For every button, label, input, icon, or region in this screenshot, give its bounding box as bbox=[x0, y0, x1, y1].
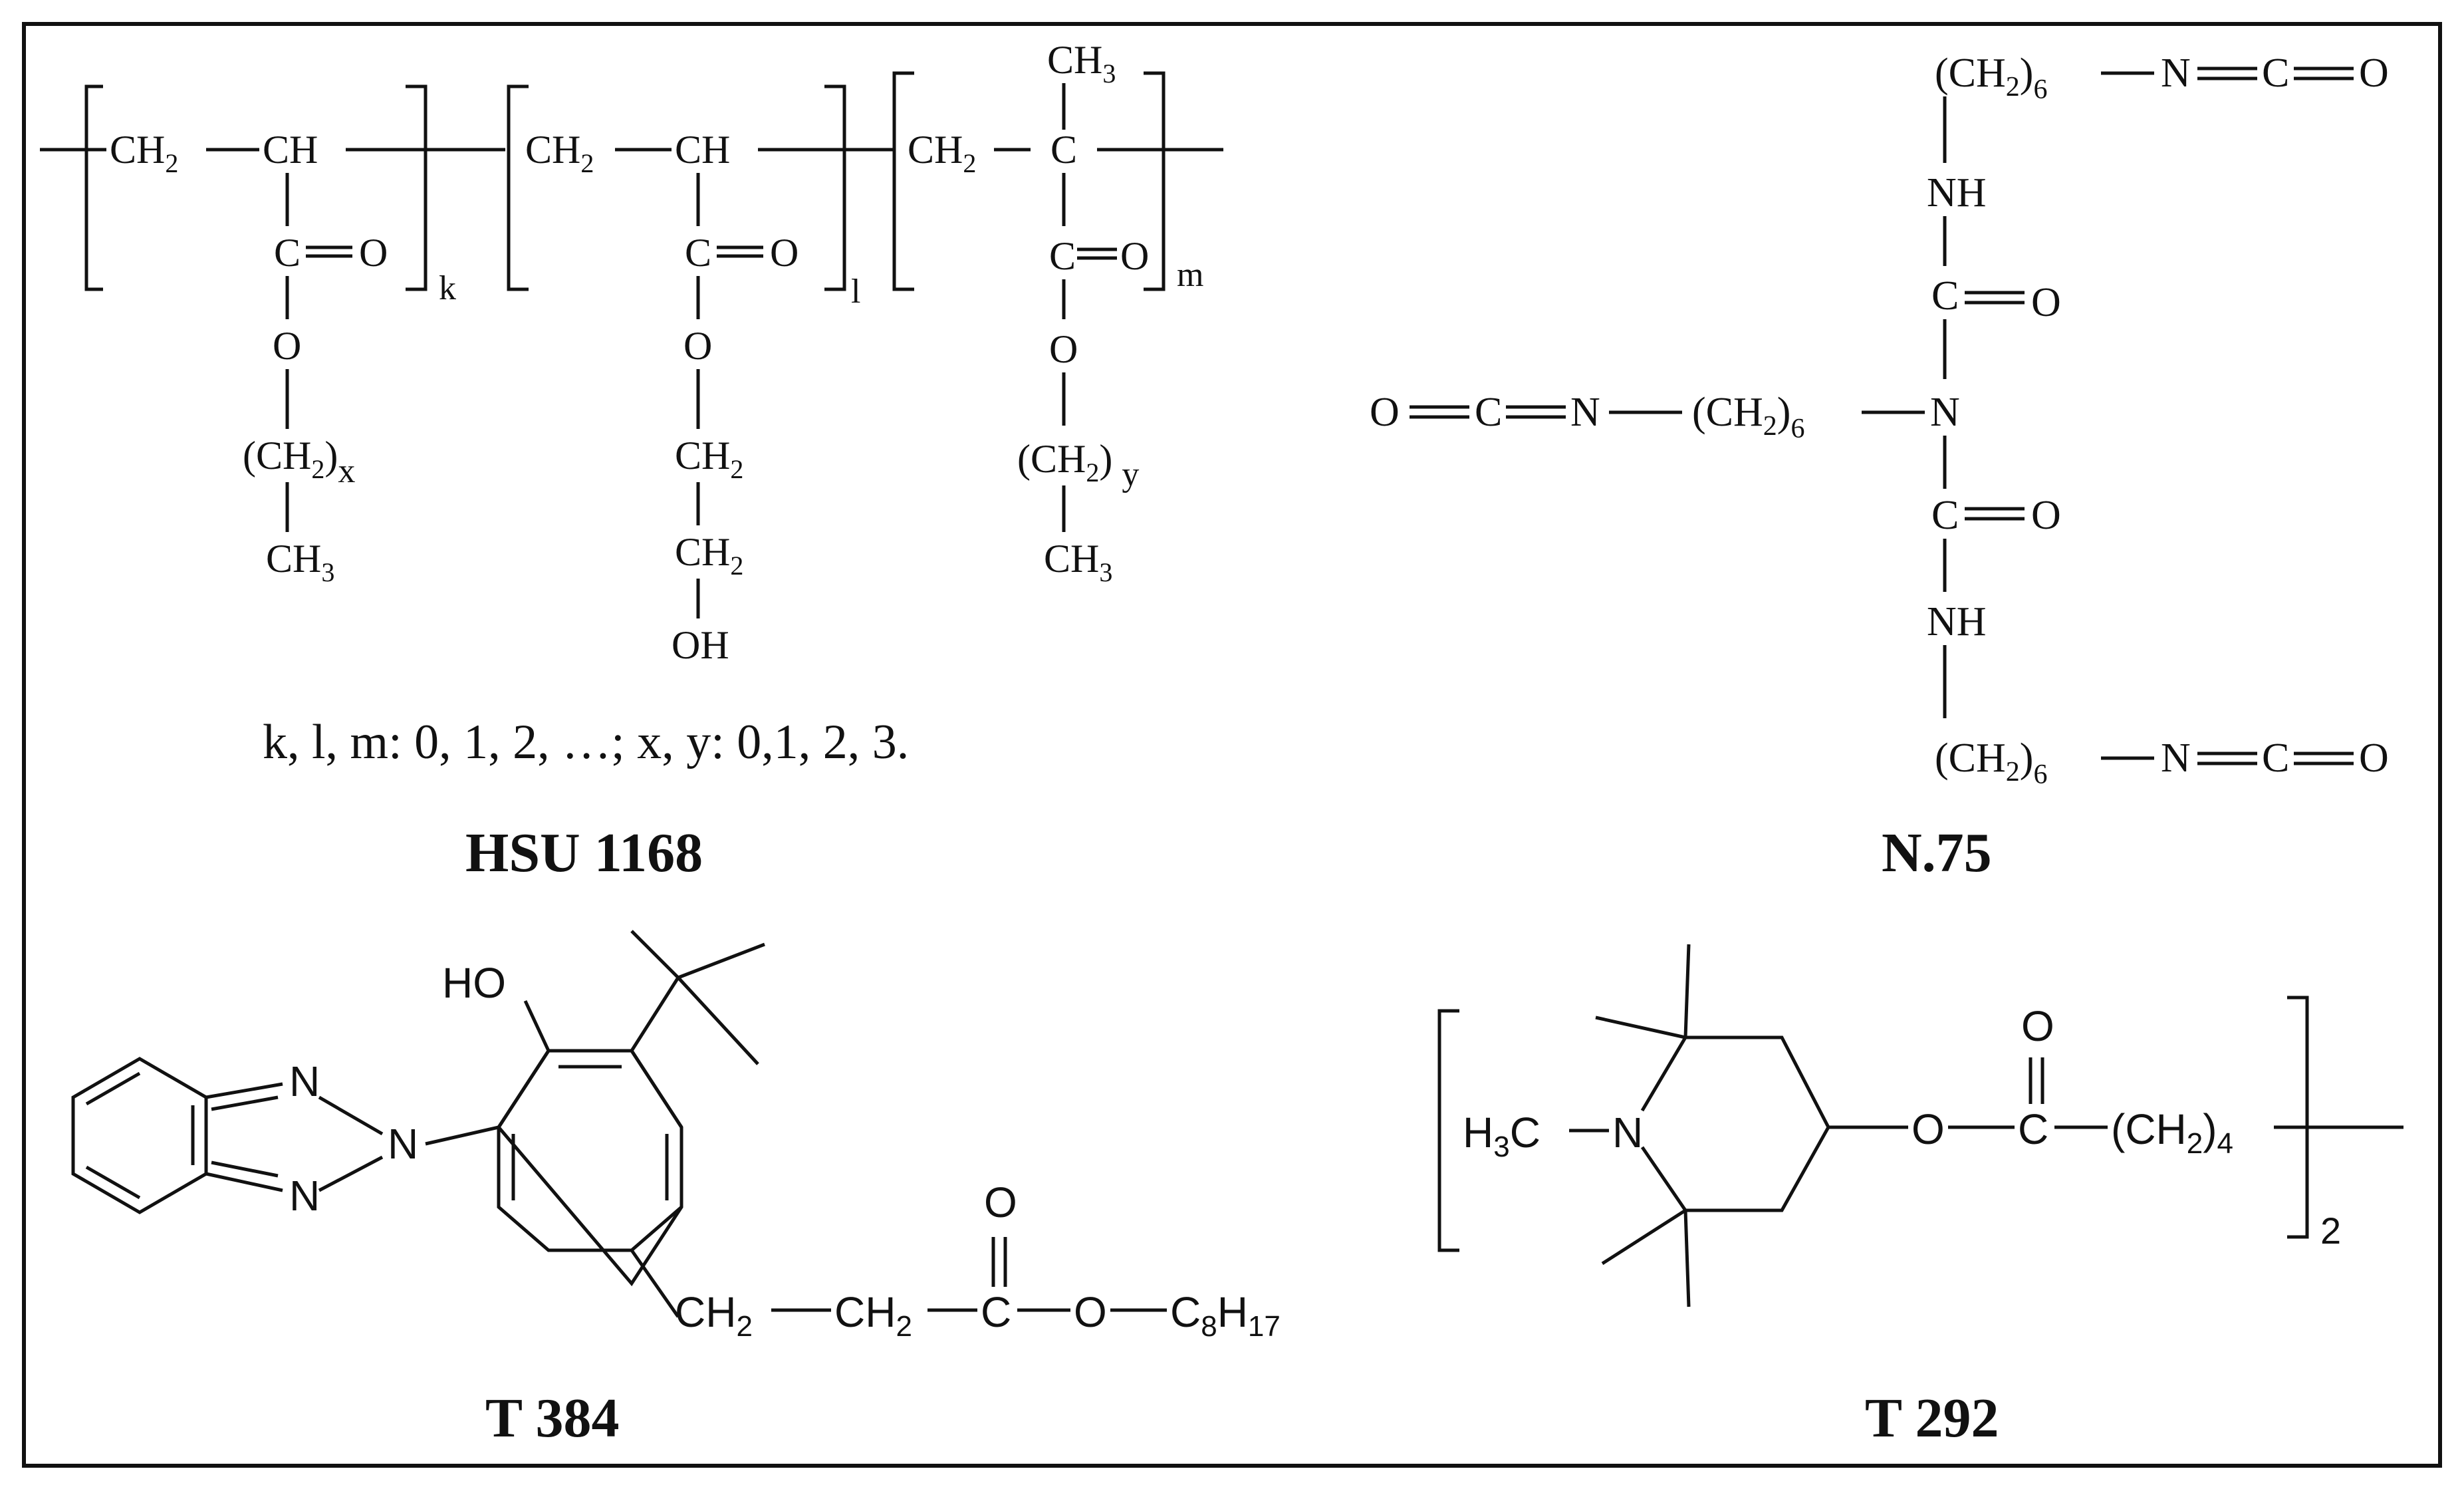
n75-left-o: O bbox=[1370, 390, 1400, 435]
n75-nh-1: NH bbox=[1927, 170, 1987, 215]
hsu1168-m: m bbox=[1177, 256, 1203, 294]
t292-caption: T 292 bbox=[1865, 1387, 1999, 1449]
hsu1168-ch2x: (CH2)x bbox=[243, 434, 355, 490]
hsu1168-ch2-1: CH2 bbox=[110, 128, 178, 178]
t384-caption: T 384 bbox=[485, 1387, 620, 1449]
t292-structure: H3C N O C O (CH2)4 2 T 292 bbox=[1437, 944, 2403, 1449]
t384-ch2-2: CH2 bbox=[834, 1288, 912, 1343]
t384-c: C bbox=[981, 1288, 1011, 1336]
n75-bot-c: C bbox=[2262, 736, 2289, 781]
hsu1168-caption: HSU 1168 bbox=[465, 822, 703, 884]
n75-left-c: C bbox=[1475, 390, 1502, 435]
hsu1168-o-dbl-1: O bbox=[359, 231, 388, 275]
hsu1168-ch2-2: CH2 bbox=[525, 128, 594, 178]
n75-caption: N.75 bbox=[1882, 822, 1992, 884]
hsu1168-ch2-b: CH2 bbox=[675, 530, 743, 581]
figure-frame bbox=[22, 22, 2442, 1468]
hsu1168-c-2: C bbox=[685, 231, 711, 275]
t292-two: 2 bbox=[2320, 1210, 2341, 1252]
hsu1168-o-dbl-2: O bbox=[770, 231, 799, 275]
n75-o-2: O bbox=[2031, 493, 2061, 538]
hsu1168-k: k bbox=[439, 269, 456, 307]
hsu1168-o-3: O bbox=[1049, 327, 1078, 371]
n75-structure: (CH2)6 N C O NH C O O C N (CH2)6 N C O bbox=[1370, 51, 2389, 884]
t384-n-mid: N bbox=[388, 1120, 418, 1168]
hsu1168-ch3-1: CH3 bbox=[266, 537, 334, 587]
hsu1168-c-1: C bbox=[274, 231, 301, 275]
t384-o-dbl: O bbox=[984, 1178, 1017, 1226]
n75-o-1: O bbox=[2031, 280, 2061, 325]
t384-n-bot: N bbox=[289, 1172, 320, 1220]
t384-ch2-1: CH2 bbox=[675, 1288, 753, 1343]
t292-n: N bbox=[1612, 1109, 1643, 1156]
hsu1168-o-dbl-3: O bbox=[1120, 234, 1149, 278]
n75-n-center: N bbox=[1930, 390, 1960, 435]
t384-benzene-ring bbox=[71, 1057, 208, 1214]
hsu1168-ch2y: (CH2)y bbox=[1017, 437, 1139, 493]
hsu1168-ch3-top: CH3 bbox=[1047, 38, 1116, 88]
hsu1168-structure: CH2 CH C O O (CH2)x CH3 k CH2 CH C O O C… bbox=[40, 38, 1223, 884]
n75-left-ch2: (CH2)6 bbox=[1692, 390, 1804, 444]
t292-ch2-4: (CH2)4 bbox=[2111, 1105, 2233, 1160]
t292-c: C bbox=[2018, 1105, 2048, 1153]
n75-bot-o: O bbox=[2359, 736, 2389, 781]
t384-n-top: N bbox=[289, 1057, 320, 1105]
t384-o-ester: O bbox=[1074, 1288, 1107, 1336]
hsu1168-condition: k, l, m: 0, 1, 2, …; x, y: 0,1, 2, 3. bbox=[263, 715, 909, 769]
n75-c-2: C bbox=[1931, 493, 1959, 538]
hsu1168-l: l bbox=[851, 273, 860, 311]
hsu1168-o-2: O bbox=[683, 324, 712, 368]
t292-piperidine-ring bbox=[1640, 1035, 1830, 1212]
n75-c-1: C bbox=[1931, 273, 1959, 319]
t384-structure: N N N HO CH2 CH2 C O O C8H17 T bbox=[71, 930, 1281, 1449]
hsu1168-c-3: C bbox=[1049, 234, 1076, 278]
n75-left-n: N bbox=[1570, 390, 1600, 435]
hsu1168-ch3-2: CH3 bbox=[1044, 537, 1112, 587]
n75-nh-2: NH bbox=[1927, 599, 1987, 644]
t292-h3c: H3C bbox=[1463, 1109, 1540, 1163]
hsu1168-ch2-3: CH2 bbox=[908, 128, 976, 178]
n75-top-n: N bbox=[2161, 51, 2191, 96]
hsu1168-ch2-a: CH2 bbox=[675, 434, 743, 484]
t292-o-dbl: O bbox=[2021, 1002, 2054, 1050]
n75-top-o: O bbox=[2359, 51, 2389, 96]
hsu1168-oh: OH bbox=[672, 623, 729, 667]
hsu1168-ch-1: CH bbox=[263, 128, 318, 172]
n75-top-c: C bbox=[2262, 51, 2289, 96]
t384-c8h17: C8H17 bbox=[1170, 1288, 1281, 1343]
hsu1168-c-quat: C bbox=[1050, 128, 1077, 172]
hsu1168-ch-2: CH bbox=[675, 128, 730, 172]
n75-top-ch2: (CH2)6 bbox=[1935, 51, 2047, 105]
n75-bot-ch2: (CH2)6 bbox=[1935, 736, 2047, 790]
t292-o-ester: O bbox=[1911, 1105, 1945, 1153]
hsu1168-o-1: O bbox=[273, 324, 301, 368]
n75-bot-n: N bbox=[2161, 736, 2191, 781]
t384-ho: HO bbox=[442, 959, 506, 1007]
